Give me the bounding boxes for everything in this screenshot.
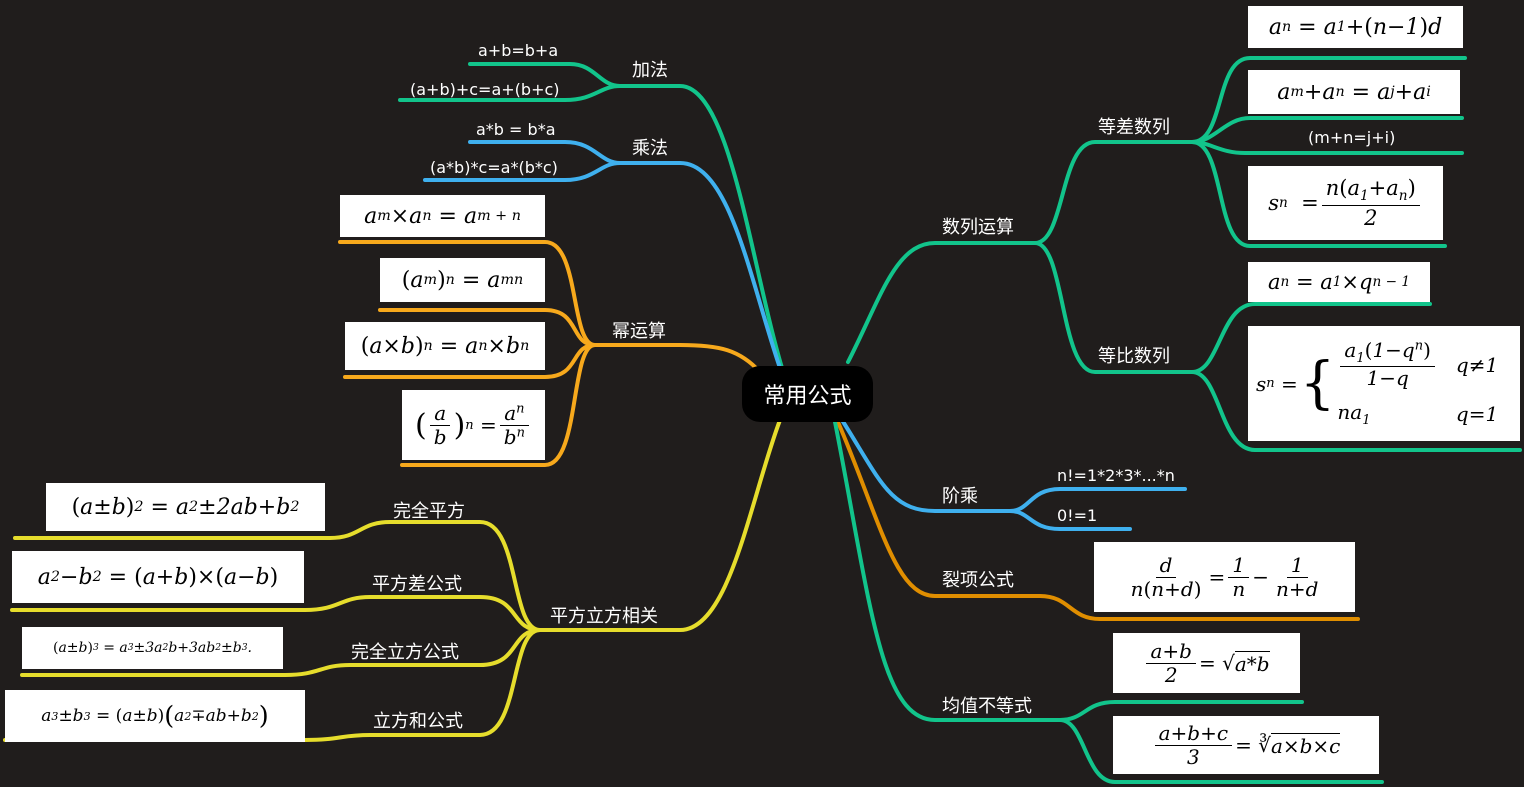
branch-factorial[interactable]: 阶乘 bbox=[942, 486, 978, 507]
edge-arithmetic bbox=[1033, 140, 1194, 245]
branch-addition[interactable]: 加法 bbox=[632, 60, 668, 81]
branch-split-term[interactable]: 裂项公式 bbox=[942, 570, 1014, 591]
edge-power-leaf-3 bbox=[343, 343, 597, 379]
addition-leaf-commutative[interactable]: a+b=b+a bbox=[478, 41, 559, 60]
edge-factorial-2 bbox=[1008, 509, 1132, 531]
factorial-definition[interactable]: n!=1*2*3*...*n bbox=[1057, 466, 1175, 485]
square-cube-perfect-cube-label[interactable]: 完全立方公式 bbox=[351, 642, 459, 663]
edge-factorial bbox=[840, 418, 1012, 513]
edge-addition-leaf-2 bbox=[398, 84, 622, 102]
edge-geometric bbox=[1033, 241, 1194, 374]
edge-addition bbox=[618, 84, 784, 370]
square-cube-perfect-square-label[interactable]: 完全平方 bbox=[393, 501, 465, 522]
sequence-arithmetic-label[interactable]: 等差数列 bbox=[1098, 117, 1170, 138]
branch-mean-inequality[interactable]: 均值不等式 bbox=[942, 696, 1032, 717]
edge-geometric-1 bbox=[1190, 302, 1432, 374]
branch-square-cube[interactable]: 平方立方相关 bbox=[550, 606, 658, 627]
edge-arithmetic-1 bbox=[1190, 56, 1467, 144]
edge-square-cube bbox=[538, 418, 782, 632]
edge-geometric-2 bbox=[1190, 370, 1522, 452]
edge-mean-2 bbox=[1058, 718, 1384, 784]
root-node[interactable]: 常用公式 bbox=[742, 366, 873, 422]
edge-power-leaf-4 bbox=[400, 343, 597, 467]
edge-mean-inequality bbox=[833, 420, 1062, 722]
branch-sequence[interactable]: 数列运算 bbox=[942, 217, 1014, 238]
edge-multiplication-leaf-2 bbox=[423, 161, 622, 182]
edge-sequence bbox=[846, 241, 1037, 364]
edge-square-cube-2 bbox=[10, 595, 542, 632]
edge-multiplication bbox=[618, 161, 782, 370]
edge-square-cube-1 bbox=[13, 520, 542, 632]
branch-power[interactable]: 幂运算 bbox=[612, 321, 666, 342]
edge-mean-1 bbox=[1058, 700, 1304, 722]
multiplication-leaf-associative[interactable]: (a*b)*c=a*(b*c) bbox=[430, 158, 558, 177]
edge-square-cube-4 bbox=[3, 628, 542, 742]
edge-power-leaf-1 bbox=[338, 240, 597, 347]
edge-power bbox=[593, 343, 762, 374]
edge-factorial-1 bbox=[1008, 487, 1187, 513]
edge-power-leaf-2 bbox=[378, 308, 597, 347]
square-cube-sum-of-cubes-label[interactable]: 立方和公式 bbox=[373, 711, 463, 732]
branch-multiplication[interactable]: 乘法 bbox=[632, 138, 668, 159]
arithmetic-index-condition[interactable]: (m+n=j+i) bbox=[1308, 128, 1396, 147]
sequence-geometric-label[interactable]: 等比数列 bbox=[1098, 346, 1170, 367]
edge-arithmetic-4 bbox=[1190, 140, 1447, 248]
factorial-zero[interactable]: 0!=1 bbox=[1057, 506, 1098, 525]
multiplication-leaf-commutative[interactable]: a*b = b*a bbox=[476, 120, 556, 139]
addition-leaf-associative[interactable]: (a+b)+c=a+(b+c) bbox=[410, 80, 560, 99]
edge-split-term bbox=[836, 420, 1360, 621]
square-cube-difference-of-squares-label[interactable]: 平方差公式 bbox=[372, 574, 462, 595]
edge-square-cube-3 bbox=[20, 628, 542, 677]
